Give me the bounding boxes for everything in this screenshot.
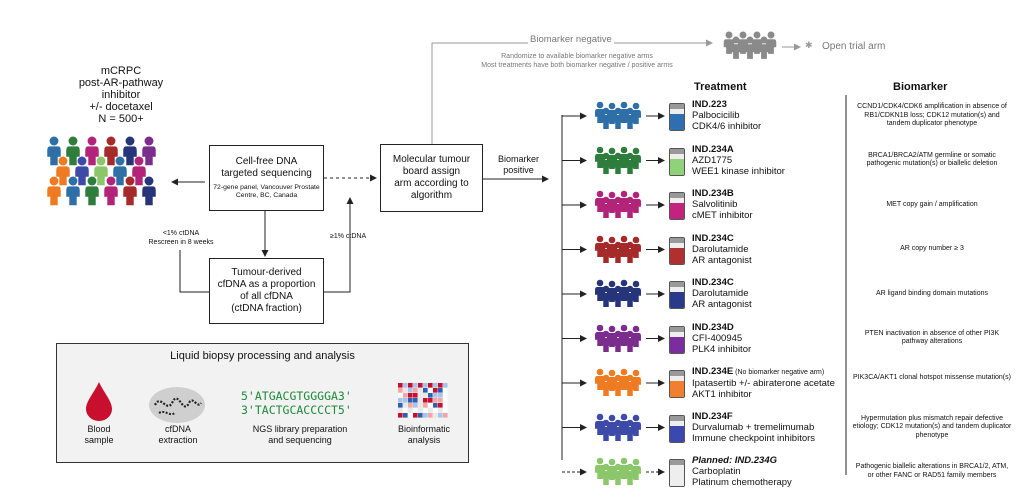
arm-drug-class: Immune checkpoint inhibitors bbox=[692, 432, 816, 444]
arm-id: IND.234F bbox=[692, 410, 733, 422]
arm-biomarker: AR copy number ≥ 3 bbox=[900, 245, 964, 253]
arm-drug: Durvalumab + tremelimumab bbox=[692, 421, 815, 433]
arm-people-icon bbox=[595, 279, 641, 307]
arm-people-icon bbox=[595, 324, 641, 352]
drug-vial-icon bbox=[669, 414, 685, 443]
population-crowd-icon bbox=[47, 136, 156, 206]
blood-drop-icon bbox=[86, 382, 112, 421]
population-label: mCRPC post-AR-pathway inhibitor +/- doce… bbox=[78, 65, 164, 125]
arm-drug: CFI-400945 bbox=[692, 332, 743, 344]
molecular-tumour-board-box: Molecular tumour board assign arm accord… bbox=[380, 144, 483, 212]
arm-id: IND.234E bbox=[692, 366, 734, 377]
arm-biomarker: CCND1/CDK4/CDK6 amplification in absence… bbox=[857, 103, 1007, 128]
arm-people-icon bbox=[595, 235, 641, 263]
arm-people-icon bbox=[595, 101, 641, 129]
drug-vial-icon bbox=[669, 281, 685, 309]
arm-people-icon bbox=[595, 457, 641, 485]
arm-id: Planned: IND.234G bbox=[692, 455, 777, 466]
arm-id: IND.234C bbox=[692, 232, 734, 244]
arm-biomarker: Hypermutation plus mismatch repair defec… bbox=[852, 414, 1012, 439]
arm-people-icon bbox=[595, 146, 641, 174]
arm-id: IND.234D bbox=[692, 321, 734, 333]
bioinformatic-heatmap-icon bbox=[398, 383, 448, 418]
arm-drug: AZD1775 bbox=[692, 154, 733, 166]
treatment-header: Treatment bbox=[694, 81, 747, 93]
arm-biomarker: MET copy gain / amplification bbox=[886, 200, 978, 208]
drug-vial-icon bbox=[669, 325, 685, 354]
drug-vial-icon bbox=[669, 103, 685, 131]
arm-biomarker: AR ligand binding domain mutations bbox=[875, 289, 989, 297]
arm-drug-class: AR antagonist bbox=[692, 299, 752, 310]
dna-sequence-display: 5'ATGACGTGGGGA3'3'TACTGCACCCCT5' bbox=[241, 389, 352, 417]
arm-people-icon bbox=[595, 368, 641, 396]
arm-id: IND.234A bbox=[692, 143, 734, 155]
arm-biomarker: PIK3CA/AKT1 clonal hotspot missense muta… bbox=[853, 374, 1011, 382]
drug-vial-icon bbox=[669, 236, 685, 265]
arm-drug-class: WEE1 kinase inhibitor bbox=[692, 165, 785, 177]
arm-people-icon bbox=[595, 413, 641, 441]
arm-drug-class: AKT1 inhibitor bbox=[692, 389, 752, 400]
arm-note: (No biomarker negative arm) bbox=[733, 369, 825, 376]
arm-drug: Darolutamide bbox=[692, 243, 749, 255]
arm-biomarker: BRCA1/BRCA2/ATM germline or somatic path… bbox=[866, 151, 998, 168]
arm-drug: Darolutamide bbox=[692, 288, 749, 299]
arm-drug-class: AR antagonist bbox=[692, 254, 752, 266]
treatment-arm-text: IND.234E (No biomarker negative arm) Ipat… bbox=[692, 366, 835, 400]
arm-id: IND.234B bbox=[692, 188, 734, 199]
arm-drug-class: cMET inhibitor bbox=[692, 210, 753, 221]
drug-vial-icon bbox=[669, 192, 685, 220]
drug-vial-icon bbox=[669, 370, 685, 398]
liquid-biopsy-title: Liquid biopsy processing and analysis bbox=[170, 350, 355, 362]
randomize-note: Randomize to available biomarker negativ… bbox=[481, 53, 673, 69]
biomarker-negative-label: Biomarker negative bbox=[528, 34, 614, 45]
open-trial-arm-label: Open trial arm bbox=[822, 41, 886, 52]
drug-vial-icon bbox=[669, 147, 685, 176]
arm-id: IND.234C bbox=[692, 277, 734, 288]
drug-vial-icon bbox=[669, 459, 685, 487]
biomarker-header: Biomarker bbox=[893, 81, 948, 93]
arm-people-icon bbox=[595, 190, 641, 218]
biomarker-negative-people-icon bbox=[723, 31, 777, 59]
cfdna-extraction-icon bbox=[149, 387, 205, 423]
arm-biomarker: PTEN inactivation in absence of other PI… bbox=[864, 329, 1000, 346]
arm-id: IND.223 bbox=[692, 99, 727, 110]
arm-drug: Palbocicilib bbox=[692, 110, 740, 121]
arm-drug: Salvolitinib bbox=[692, 199, 738, 210]
high-ctdna-label: ≥1% ctDNA bbox=[330, 233, 367, 240]
arm-drug-class: CDK4/6 inhibitor bbox=[692, 121, 762, 132]
arm-drug: Carboplatin bbox=[692, 466, 741, 477]
arm-drug-class: PLK4 inhibitor bbox=[692, 343, 752, 355]
open-arm-dna-icon: ✱ bbox=[805, 40, 813, 50]
ctdna-fraction-box: Tumour-derived cfDNA as a proportion of … bbox=[209, 258, 324, 324]
arm-biomarker: Pathogenic biallelic alterations in BRCA… bbox=[855, 463, 1009, 479]
cfdna-sequencing-box: Cell-free DNA targeted sequencing 72-gen… bbox=[209, 145, 324, 211]
arm-drug: Ipatasertib +/- abiraterone acetate bbox=[692, 378, 835, 389]
